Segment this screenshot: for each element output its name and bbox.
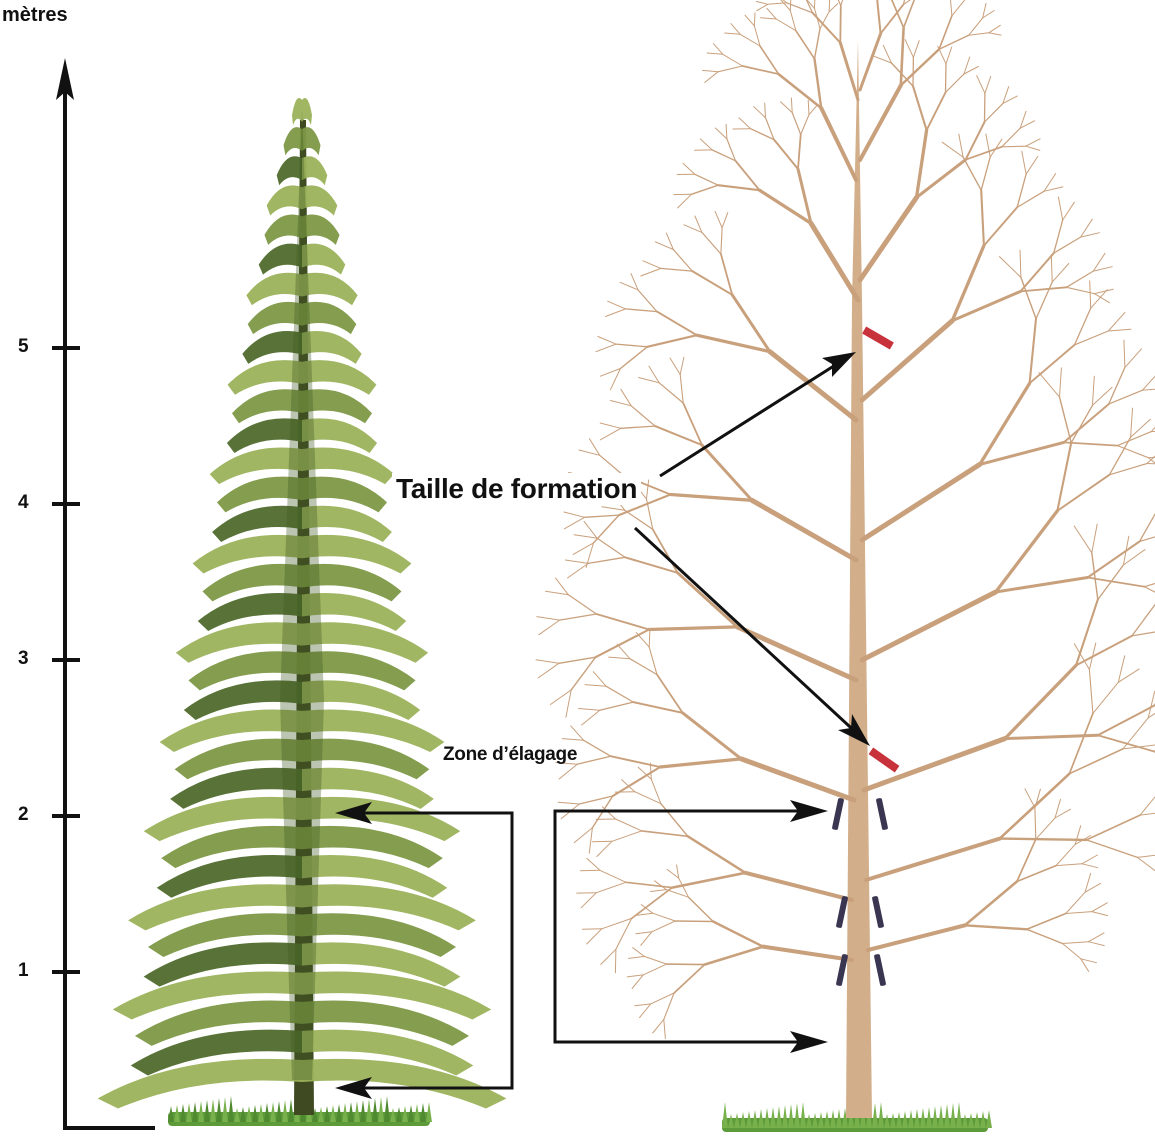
pruning-cut-mark-icon [874,954,887,987]
pruning-zone-label: Zone d’élagage [443,744,577,766]
formation-cut-mark-icon [869,748,900,773]
axis-tick-label: 2 [18,804,29,826]
pruning-cut-mark-icon [872,896,885,929]
axis-unit-label: mètres [2,4,68,27]
pruning-cut-mark-icon [876,798,889,831]
axis-tick-label: 3 [18,648,29,670]
pruning-cut-mark-icon [832,798,845,831]
axis-tick-label: 1 [18,960,29,982]
conifer-tree-icon [98,98,507,1115]
height-axis [52,58,155,1128]
axis-tick-label: 4 [18,492,29,514]
deciduous-tree-icon [536,0,1155,1118]
arrowhead-icon [822,352,856,377]
formation-cut-mark-icon [862,327,894,350]
axis-tick-label: 5 [18,336,29,358]
formation-label: Taille de formation [392,473,641,505]
pruning-cut-mark-icon [836,896,849,929]
